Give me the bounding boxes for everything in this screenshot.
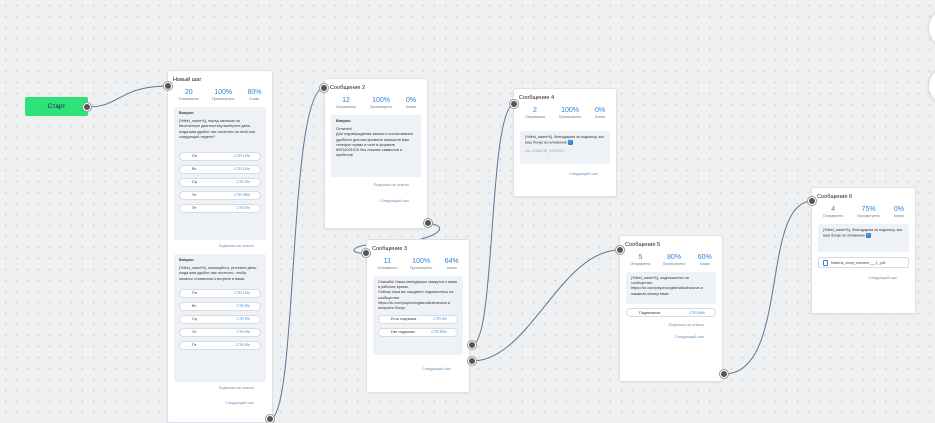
stat-clicks: 80% [247, 89, 262, 96]
button-no-port[interactable] [468, 357, 476, 365]
message-3-input-port[interactable] [362, 249, 370, 257]
link-msg5-msg6 [723, 200, 813, 375]
message-text-block: {%first_name%}, благодарим за подписку, … [818, 224, 909, 252]
stat-sent: 20 [184, 89, 193, 96]
link-msg3-msg4 [471, 103, 515, 346]
next-step-link[interactable]: Следующий шаг [380, 199, 409, 203]
attached-file[interactable]: Katteria_creep_bonders___1_.pdf [818, 257, 909, 268]
file-icon [823, 259, 828, 266]
next-step-link[interactable]: Следующий шаг [422, 367, 451, 371]
step-new-output-port[interactable] [266, 415, 274, 423]
message-2-output-port[interactable] [424, 219, 432, 227]
question-block-2: Вопрос: {%first_name%}, пожалуйста, уточ… [174, 254, 266, 382]
stat-viewed: 100% [214, 89, 233, 96]
question-block-1: Вопрос: {%first_name%}, перед записью на… [174, 107, 266, 240]
message-text-block: Спасибо! Наши менеджеры свяжутся с вами … [373, 276, 463, 355]
next-step-link[interactable]: Следующий шаг [225, 401, 254, 405]
next-step-link[interactable]: Следующий шаг [569, 172, 598, 176]
next-step-link[interactable]: Следующий шаг [675, 335, 704, 339]
zoom-control-bottom[interactable] [929, 68, 935, 104]
message-text-block: {%first_name%}, благодарим за подписку, … [520, 131, 610, 164]
button-yes-port[interactable] [468, 341, 476, 349]
card-title: Новый шаг [173, 77, 202, 83]
no-answer-link[interactable]: Подписка на ответы [373, 183, 409, 187]
start-label: Старт [47, 103, 66, 110]
message-5-output-port[interactable] [720, 370, 728, 378]
message-4-input-port[interactable] [510, 100, 518, 108]
no-answer-link[interactable]: Подписка на ответы [668, 323, 704, 327]
attachment-meta: doc-123456789_000000001 [525, 148, 565, 153]
message-2-input-port[interactable] [320, 84, 328, 92]
next-step-link[interactable]: Следующий шаг [868, 276, 897, 280]
start-node[interactable]: Старт [25, 97, 88, 116]
start-output-port[interactable] [83, 103, 91, 111]
message-5-input-port[interactable] [616, 246, 624, 254]
no-answer-link[interactable]: Подписка на ответы [218, 386, 254, 390]
message-6-input-port[interactable] [808, 197, 816, 205]
link-start-step1 [87, 85, 169, 108]
step-new-input-port[interactable] [164, 82, 172, 90]
link-msg3-msg5 [471, 249, 621, 362]
message-text-block: Вопрос: Отлично! Для подтверждения запис… [331, 115, 421, 177]
message-text-block: {%first_name%}, подпишитесь на сообществ… [626, 272, 716, 304]
no-answer-link[interactable]: Подписка на ответы [218, 244, 254, 248]
zoom-control-top[interactable] [929, 10, 935, 46]
attachment-icon: ✓ [567, 140, 573, 146]
link-step1-msg2 [269, 87, 325, 420]
attachment-icon: ✓ [865, 233, 871, 239]
